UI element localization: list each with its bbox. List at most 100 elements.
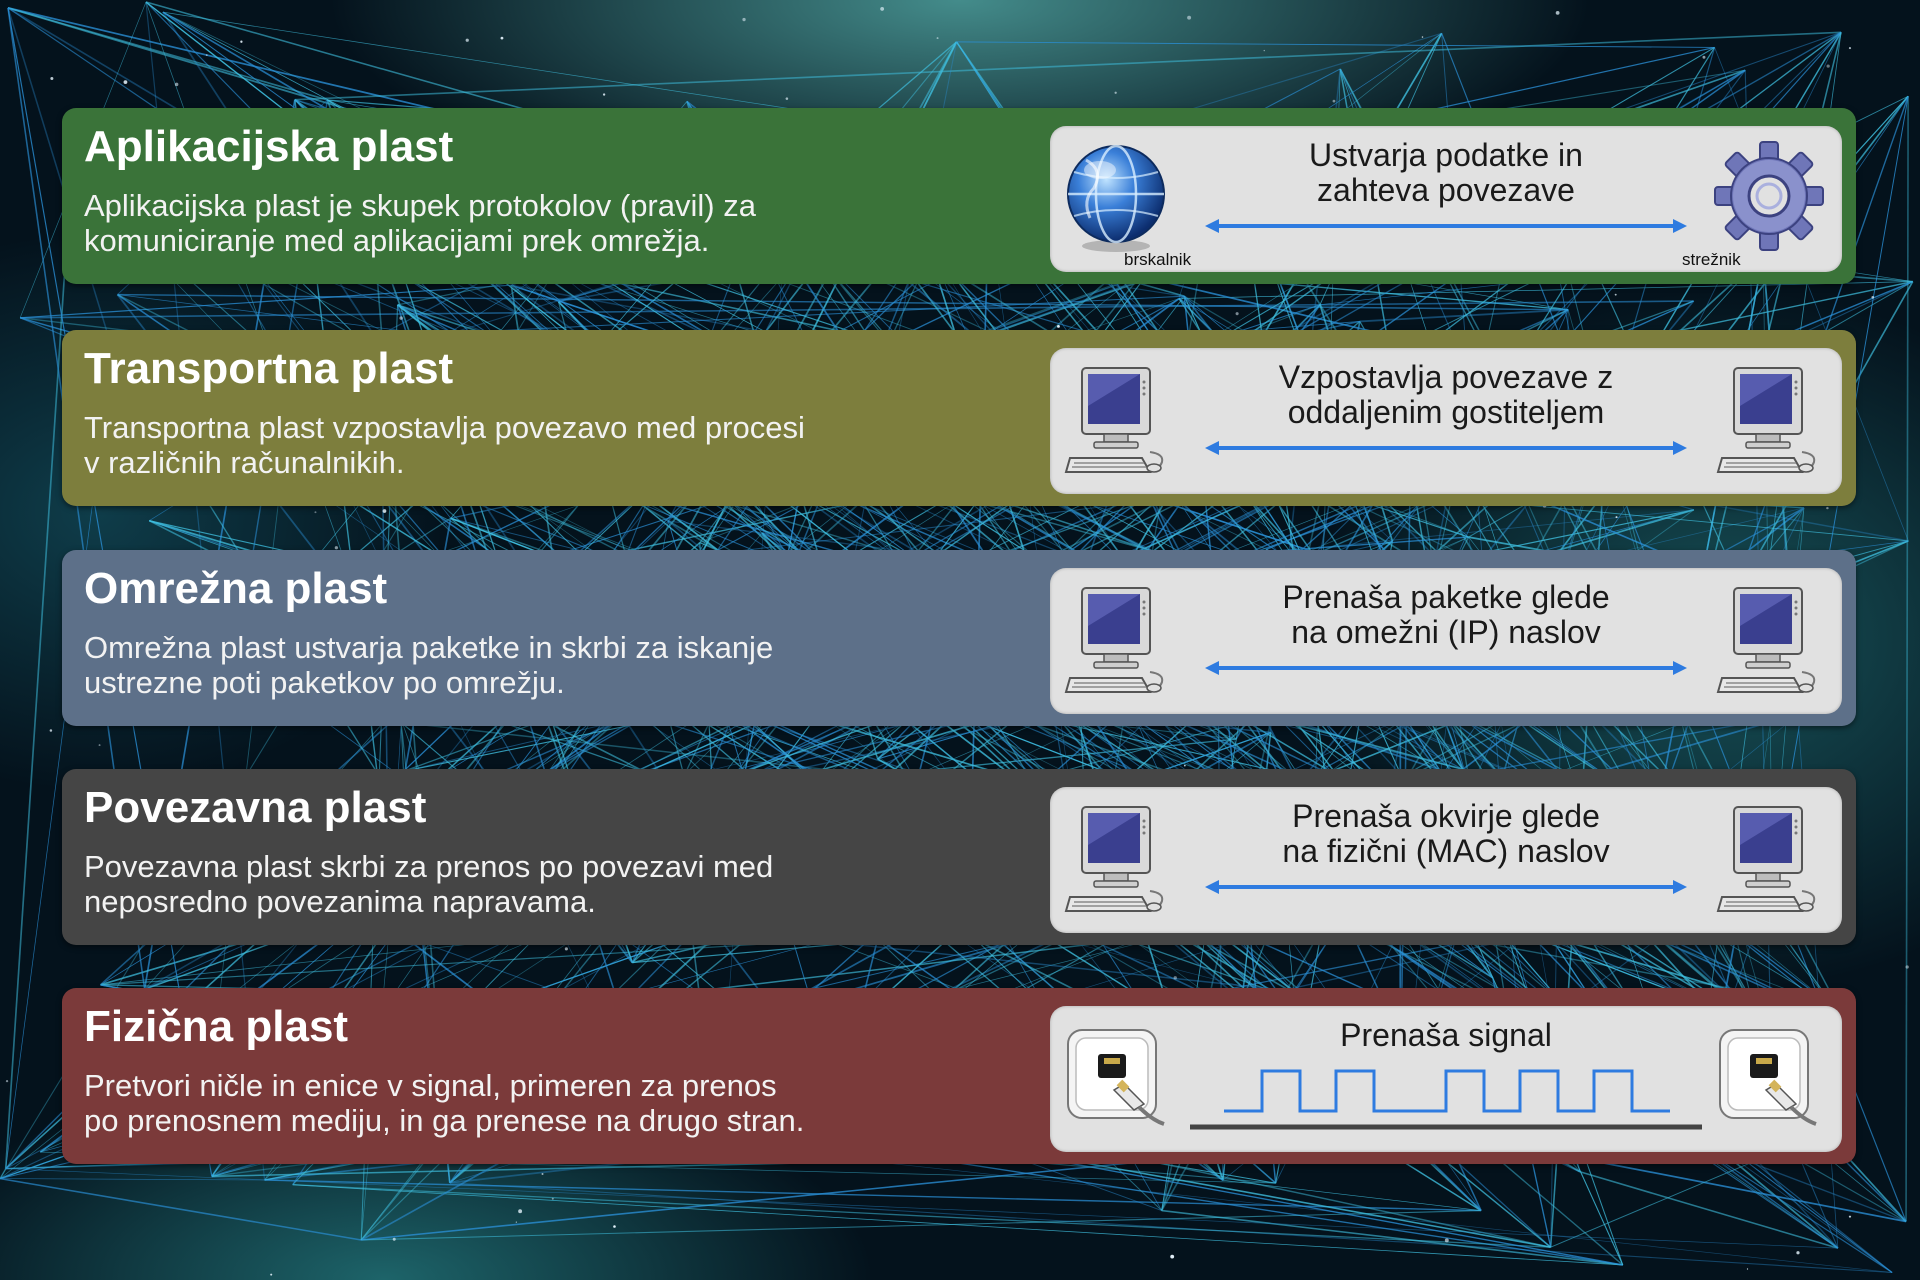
- layer-description: Transportna plast vzpostavlja povezavo m…: [84, 410, 984, 480]
- computer-icon: [1064, 367, 1164, 473]
- network-line: [7, 7, 328, 101]
- star-dot: [1905, 965, 1909, 969]
- star-dot: [1114, 91, 1117, 94]
- star-dot: [399, 316, 403, 320]
- layer-title: Povezavna plast: [84, 783, 427, 832]
- network-line: [292, 1184, 1551, 1248]
- star-dot: [500, 36, 504, 40]
- globe-icon: [1067, 144, 1165, 252]
- layer-action-text: Prenaša signal: [1200, 1018, 1692, 1053]
- network-line: [0, 1177, 362, 1241]
- action-line: oddaljenim gostiteljem: [1287, 394, 1605, 430]
- network-line: [1579, 1171, 1839, 1249]
- double-arrow-icon: [1205, 441, 1687, 455]
- star-dot: [392, 1237, 396, 1241]
- star-dot: [1170, 1254, 1175, 1259]
- action-line: Prenaša okvirje glede: [1292, 798, 1600, 834]
- star-dot: [1173, 976, 1177, 980]
- star-dot: [5, 1079, 9, 1083]
- computer-icon: [1716, 806, 1816, 912]
- gear-icon: [1714, 141, 1824, 251]
- star-dot: [602, 93, 606, 96]
- star-dot: [1746, 1268, 1749, 1270]
- star-dot: [742, 17, 746, 22]
- star-dot: [1614, 293, 1617, 296]
- network-line: [717, 1144, 1893, 1273]
- network-line: [264, 1179, 1482, 1212]
- ethernet-socket-icon: [1067, 1029, 1165, 1126]
- action-line: Prenaša signal: [1340, 1017, 1552, 1053]
- action-line: na fizični (MAC) naslov: [1282, 833, 1610, 869]
- star-dot: [518, 1209, 523, 1214]
- star-dot: [1057, 324, 1060, 328]
- ethernet-socket-icon: [1719, 1029, 1817, 1126]
- star-dot: [1848, 1215, 1852, 1218]
- layer-description: Povezavna plast skrbi za prenos po povez…: [84, 849, 984, 919]
- layer-physical: Fizična plast Pretvori ničle in enice v …: [62, 988, 1856, 1164]
- network-line: [956, 41, 1715, 48]
- network-line: [400, 722, 404, 772]
- layer-network: Omrežna plast Omrežna plast ustvarja pak…: [62, 550, 1856, 726]
- double-arrow-icon: [1205, 880, 1687, 894]
- network-line: [1161, 1209, 1623, 1266]
- star-dot: [936, 37, 939, 40]
- network-line: [294, 31, 1842, 101]
- network-line: [212, 428, 1412, 1050]
- star-dot: [1332, 99, 1336, 103]
- action-line: zahteva povezave: [1317, 172, 1575, 208]
- action-line: Ustvarja podatke in: [1309, 137, 1583, 173]
- network-line: [292, 1184, 1623, 1266]
- layer-description-line: Transportna plast vzpostavlja povezavo m…: [84, 410, 805, 445]
- star-dot: [382, 509, 387, 513]
- computer-icon: [1716, 367, 1816, 473]
- star-dot: [205, 54, 208, 57]
- layer-description-line: Povezavna plast skrbi za prenos po povez…: [84, 849, 774, 884]
- network-line: [7, 7, 114, 351]
- star-dot: [1444, 1238, 1449, 1243]
- star-dot: [1826, 64, 1830, 68]
- layer-application: Aplikacijska plast Aplikacijska plast je…: [62, 108, 1856, 284]
- network-line: [361, 1210, 1482, 1241]
- network-line: [1905, 96, 1909, 1222]
- network-line: [449, 1182, 1893, 1274]
- network-line: [20, 300, 1694, 319]
- action-line: Prenaša paketke glede: [1282, 579, 1610, 615]
- star-dot: [49, 729, 53, 732]
- layer-data-link: Povezavna plast Povezavna plast skrbi za…: [62, 769, 1856, 945]
- star-dot: [1826, 506, 1829, 510]
- layer-transport: Transportna plast Transportna plast vzpo…: [62, 330, 1856, 506]
- network-line: [212, 440, 703, 1049]
- double-arrow-icon: [1205, 219, 1687, 233]
- action-line: Vzpostavlja povezave z: [1278, 359, 1614, 395]
- network-line: [1222, 1180, 1482, 1211]
- double-arrow-icon: [1205, 661, 1687, 675]
- star-dot: [880, 6, 885, 11]
- network-line: [145, 1, 955, 634]
- server-caption: strežnik: [1682, 250, 1741, 269]
- computer-icon: [1716, 587, 1816, 693]
- computer-icon: [1064, 806, 1164, 912]
- star-dot: [1187, 15, 1192, 20]
- layer-title: Transportna plast: [84, 344, 454, 393]
- star-dot: [1796, 1251, 1800, 1255]
- layer-description: Omrežna plast ustvarja paketke in skrbi …: [84, 630, 984, 700]
- star-dot: [123, 80, 128, 84]
- network-line: [1178, 281, 1913, 299]
- layer-description-line: po prenosnem mediju, in ga prenese na dr…: [84, 1103, 805, 1138]
- layer-description-line: ustrezne poti paketkov po omrežju.: [84, 665, 565, 700]
- browser-caption: brskalnik: [1124, 250, 1192, 269]
- star-dot: [334, 546, 338, 550]
- star-dot: [1421, 36, 1424, 38]
- network-line: [4, 173, 72, 1169]
- layer-example-panel: Prenaša signal: [1050, 1006, 1842, 1152]
- star-dot: [314, 511, 317, 514]
- layer-title: Omrežna plast: [84, 564, 388, 613]
- square-wave-signal-icon: [1190, 1069, 1702, 1130]
- network-line: [117, 293, 1569, 311]
- star-dot: [1235, 312, 1239, 316]
